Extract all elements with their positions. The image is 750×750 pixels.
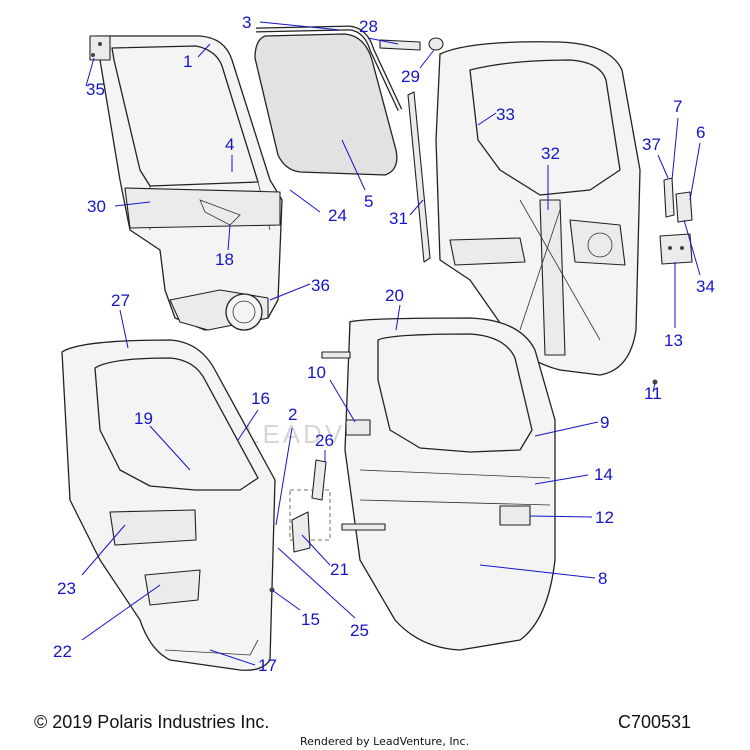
callout-4: 4 bbox=[225, 135, 234, 154]
callout-35: 35 bbox=[86, 80, 105, 99]
callout-28: 28 bbox=[359, 17, 378, 36]
callout-3: 3 bbox=[242, 13, 251, 32]
callout-25: 25 bbox=[350, 621, 369, 640]
callout-16: 16 bbox=[251, 389, 270, 408]
callout-32: 32 bbox=[541, 144, 560, 163]
callout-10: 10 bbox=[307, 363, 326, 382]
callout-22: 22 bbox=[53, 642, 72, 661]
copyright-text: © 2019 Polaris Industries Inc. bbox=[34, 712, 270, 732]
callout-9: 9 bbox=[600, 413, 609, 432]
rendered-by-text: Rendered by LeadVenture, Inc. bbox=[300, 735, 470, 748]
upper-door-frame bbox=[89, 35, 283, 331]
callout-12: 12 bbox=[595, 508, 614, 527]
callout-18: 18 bbox=[215, 250, 234, 269]
callout-17: 17 bbox=[258, 656, 277, 675]
guide-rod bbox=[407, 91, 431, 263]
small-hardware bbox=[269, 459, 331, 593]
figure-code: C700531 bbox=[618, 712, 692, 732]
latch-hardware bbox=[652, 177, 693, 385]
window-glass bbox=[254, 33, 398, 176]
callout-31: 31 bbox=[389, 209, 408, 228]
leader-lines bbox=[81, 21, 701, 666]
callout-8: 8 bbox=[598, 569, 607, 588]
callout-34: 34 bbox=[696, 277, 715, 296]
callout-7: 7 bbox=[673, 97, 682, 116]
callout-23: 23 bbox=[57, 579, 76, 598]
callout-15: 15 bbox=[301, 610, 320, 629]
callout-19: 19 bbox=[134, 409, 153, 428]
clip-parts bbox=[379, 37, 444, 51]
callout-labels: 1 2 3 4 5 6 7 8 9 10 11 12 13 14 15 16 1… bbox=[53, 13, 715, 675]
callout-2: 2 bbox=[288, 405, 297, 424]
callout-33: 33 bbox=[496, 105, 515, 124]
callout-11: 11 bbox=[644, 384, 662, 403]
callout-20: 20 bbox=[385, 286, 404, 305]
callout-5: 5 bbox=[364, 192, 373, 211]
callout-1: 1 bbox=[183, 52, 192, 71]
callout-13: 13 bbox=[664, 331, 683, 350]
callout-14: 14 bbox=[594, 465, 613, 484]
callout-21: 21 bbox=[330, 560, 349, 579]
callout-29: 29 bbox=[401, 67, 420, 86]
callout-30: 30 bbox=[87, 197, 106, 216]
outer-door-skin bbox=[321, 317, 556, 651]
callout-37: 37 bbox=[642, 135, 661, 154]
callout-36: 36 bbox=[311, 276, 330, 295]
callout-26: 26 bbox=[315, 431, 334, 450]
callout-24: 24 bbox=[328, 206, 347, 225]
callout-27: 27 bbox=[111, 291, 130, 310]
glass-run-channel bbox=[255, 25, 403, 112]
callout-6: 6 bbox=[696, 123, 705, 142]
lower-door-panel bbox=[61, 339, 276, 671]
